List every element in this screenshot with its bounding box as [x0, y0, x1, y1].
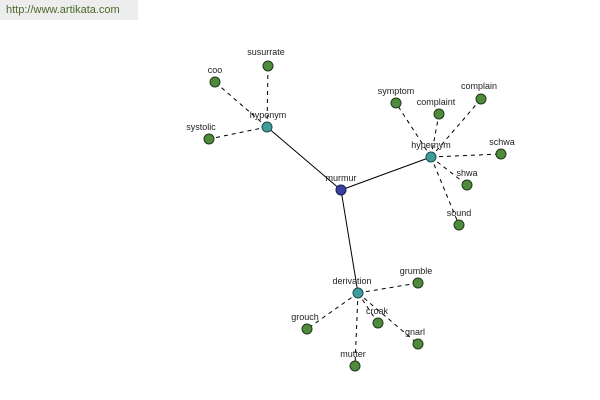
label-schwa: schwa [489, 137, 515, 147]
edge-murmur-hyponym [266, 126, 342, 191]
node-mutter [349, 360, 361, 372]
edge-murmur-hypernym [340, 156, 432, 191]
node-grouch [301, 323, 313, 335]
edge-derivation-croak [357, 292, 379, 324]
edge-hypernym-symptom [395, 102, 432, 158]
node-grumble [412, 277, 424, 289]
label-derivation: derivation [332, 276, 371, 286]
edge-hypernym-complaint [430, 113, 440, 158]
edge-derivation-grumble [357, 282, 419, 294]
label-hyponym: hyponym [250, 110, 287, 120]
node-complain [475, 93, 487, 105]
label-mutter: mutter [340, 349, 366, 359]
node-murmur [335, 184, 347, 196]
edge-hyponym-susurrate [266, 65, 269, 128]
label-sound: sound [447, 208, 472, 218]
node-derivation [352, 287, 364, 299]
node-shwa [461, 179, 473, 191]
label-gnarl: gnarl [405, 327, 425, 337]
label-systolic: systolic [186, 122, 216, 132]
label-murmur: murmur [326, 173, 357, 183]
edge-hyponym-coo [214, 81, 268, 128]
node-gnarl [412, 338, 424, 350]
site-watermark: http://www.artikata.com [0, 0, 138, 20]
node-hypernym [425, 151, 437, 163]
node-systolic [203, 133, 215, 145]
edge-hyponym-systolic [208, 126, 268, 140]
label-shwa: shwa [456, 168, 477, 178]
node-susurrate [262, 60, 274, 72]
label-coo: coo [208, 65, 223, 75]
node-croak [372, 317, 384, 329]
label-complain: complain [461, 81, 497, 91]
label-susurrate: susurrate [247, 47, 285, 57]
edge-derivation-gnarl [357, 292, 419, 345]
edge-hypernym-schwa [430, 153, 502, 158]
label-hypernym: hypernym [411, 140, 451, 150]
label-grouch: grouch [291, 312, 319, 322]
label-croak: croak [366, 306, 389, 316]
node-sound [453, 219, 465, 231]
node-hyponym [261, 121, 273, 133]
label-grumble: grumble [400, 266, 433, 276]
label-complaint: complaint [417, 97, 456, 107]
edge-derivation-grouch [306, 292, 359, 330]
node-coo [209, 76, 221, 88]
node-schwa [495, 148, 507, 160]
edge-murmur-derivation [340, 189, 359, 294]
node-symptom [390, 97, 402, 109]
node-complaint [433, 108, 445, 120]
label-symptom: symptom [378, 86, 415, 96]
